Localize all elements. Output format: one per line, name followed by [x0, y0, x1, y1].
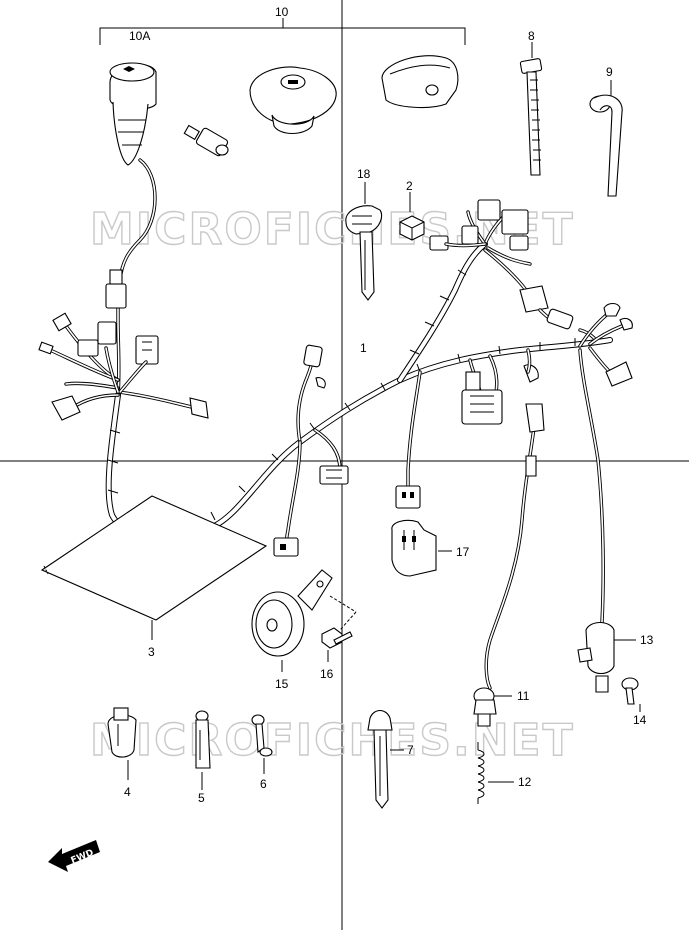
connector-17: [391, 519, 452, 577]
clamp-6: [251, 714, 273, 774]
main-wiring-harness-1: [38, 199, 633, 690]
watermark-bottom: MICROFICHES.NET: [90, 715, 575, 766]
screw-14: [621, 677, 641, 712]
callout-8: 8: [528, 29, 535, 43]
key-18: [345, 182, 383, 301]
cable-tie-8: [519, 42, 543, 176]
callout-10: 10: [275, 5, 289, 19]
callout-15: 15: [275, 677, 289, 691]
clip-7: [367, 709, 404, 809]
callout-1: 1: [360, 341, 367, 355]
switch-11: [473, 687, 512, 727]
fuel-cap-lock: [249, 66, 337, 135]
callout-17: 17: [456, 545, 470, 559]
ignition-switch-10A: [109, 62, 157, 282]
callout-5: 5: [198, 791, 205, 805]
seat-lock: [381, 55, 459, 109]
callout-14: 14: [633, 713, 647, 727]
clamp-5: [195, 710, 211, 790]
callout-6: 6: [260, 777, 267, 791]
callout-18: 18: [357, 167, 371, 181]
sheet-3: [40, 495, 268, 640]
callout-2: 2: [406, 179, 413, 193]
callout-7: 7: [407, 743, 414, 757]
sensor-13: [577, 621, 636, 693]
callout-3: 3: [148, 645, 155, 659]
clamp-tie-9: [589, 80, 623, 197]
bracket-10: [99, 18, 466, 45]
callout-labels: 10 10A 8 9 18 2 1 17 3 15 16 13 11 14 4 …: [124, 5, 654, 805]
callout-10A: 10A: [129, 29, 150, 43]
clamp-4: [107, 707, 137, 780]
horn-15: [251, 569, 333, 672]
bolt-16: [321, 627, 353, 662]
key-cylinder-small: [183, 124, 229, 157]
callout-12: 12: [518, 775, 532, 789]
spring-12: [477, 742, 514, 804]
horn-leader-lines: [329, 595, 357, 631]
relay-2: [399, 192, 425, 241]
callout-13: 13: [640, 633, 654, 647]
watermark-group: MICROFICHES.NET MICROFICHES.NET: [89, 203, 575, 766]
callout-4: 4: [124, 785, 131, 799]
callout-11: 11: [517, 689, 530, 703]
callout-9: 9: [606, 65, 613, 79]
callout-16: 16: [320, 667, 334, 681]
fwd-arrow-icon: FWD: [48, 840, 100, 872]
